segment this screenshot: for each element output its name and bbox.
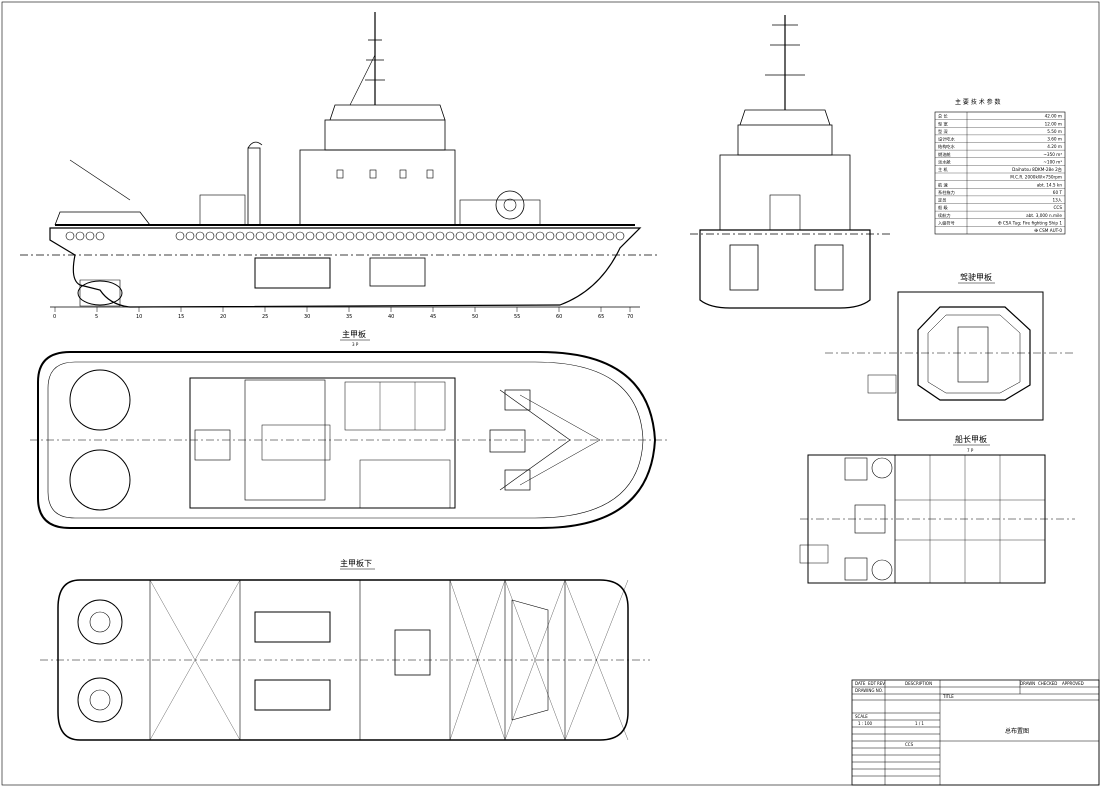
tb-class: CCS	[905, 742, 914, 747]
frame-30: 30	[304, 314, 310, 320]
frame-35: 35	[346, 314, 352, 320]
particulars-key: 续航力	[938, 212, 951, 219]
particulars-value: ✠ CSA Tug; Fire fighting Ship 1	[998, 220, 1062, 225]
tb-rev: REV	[877, 681, 885, 686]
tb-checked: CHECKED	[1038, 681, 1057, 686]
particulars-key: 航 速	[938, 181, 949, 188]
particulars-key: 型 深	[938, 128, 948, 135]
particulars-title: 主 要 技 术 参 数	[955, 98, 1001, 106]
particulars-key: 总 长	[938, 113, 949, 120]
tb-drawn: DRAWN	[1020, 681, 1035, 686]
particulars-value: ~350 m³	[1043, 152, 1062, 157]
particulars-value: ~100 m³	[1043, 159, 1062, 164]
particulars-value: 12.00 m	[1045, 121, 1062, 126]
particulars-value: ✠ CSM AUT-0	[1034, 228, 1062, 233]
particulars-value: 4.20 m	[1047, 144, 1062, 149]
captain-deck-plan: 船长甲板 7 P	[799, 434, 1075, 584]
frame-20: 20	[220, 314, 226, 320]
particulars-value: M.C.R. 2000kW×750rpm	[1010, 175, 1062, 180]
frame-55: 55	[514, 314, 520, 320]
particulars-key: 主 机	[938, 166, 949, 173]
frame-60: 60	[556, 314, 562, 320]
particulars-value: CCS	[1053, 205, 1062, 210]
main-deck-sub: 3 P	[352, 342, 359, 347]
frame-scale	[54, 307, 631, 312]
particulars-value: abt. 14.5 kn	[1037, 182, 1063, 187]
particulars-key: 结构吃水	[938, 143, 956, 150]
tb-date: DATE	[855, 681, 866, 686]
captain-deck-title: 船长甲板	[955, 434, 987, 444]
tb-approved: APPROVED	[1062, 681, 1084, 686]
particulars-key: 定员	[938, 197, 946, 204]
main-deck-plan: 主甲板 3 P	[30, 329, 670, 529]
particulars-value: abt. 3,000 n.mile	[1026, 213, 1062, 218]
tb-scale: 1 : 100	[858, 721, 873, 726]
frame-45: 45	[430, 314, 436, 320]
tb-title-label: TITLE	[942, 694, 954, 699]
captain-deck-sub: 7 P	[967, 448, 974, 453]
particulars-key: 入级符号	[938, 219, 955, 226]
fender-row	[65, 231, 625, 241]
front-view	[690, 15, 890, 309]
main-deck-title: 主甲板	[342, 329, 366, 339]
particulars-value: 3.60 m	[1047, 137, 1062, 142]
frame-15: 15	[178, 314, 184, 320]
wheelhouse-title: 驾驶甲板	[960, 272, 992, 282]
frame-0: 0	[53, 314, 56, 320]
profile-view: 0 5 10 15 20 25 30 35 40 45 50 55 60 65 …	[20, 12, 660, 320]
particulars-value: 42.00 m	[1045, 114, 1062, 119]
particulars-key: 型 宽	[938, 120, 949, 127]
particulars-value: 13人	[1052, 198, 1062, 203]
particulars-key: 设计吃水	[938, 136, 956, 143]
particulars-key: 燃油舱	[938, 151, 951, 158]
tb-drawing-no-label: DRAWING NO.	[855, 688, 883, 693]
tb-desc: DESCRIPTION	[905, 681, 932, 686]
below-deck-title: 主甲板下	[340, 558, 372, 568]
particulars-key: 船 级	[938, 204, 949, 211]
frame-65: 65	[598, 314, 604, 320]
particulars-key: 淡水舱	[938, 158, 951, 165]
particulars-value: 60 T	[1053, 190, 1063, 195]
frame-25: 25	[262, 314, 268, 320]
tb-scale-label: SCALE	[855, 714, 868, 719]
title-block: DATE EDT REV DESCRIPTION DRAWN CHECKED A…	[851, 679, 1100, 786]
particulars-table: 主 要 技 术 参 数 总 长 42.00 m 型 宽 12.00 m 型 深 5.50 …	[934, 98, 1066, 235]
tb-sheet: 1 / 1	[915, 721, 924, 726]
particulars-value: 5.50 m	[1047, 129, 1062, 134]
below-deck-plan: 主甲板下	[40, 558, 650, 741]
tb-drawing-title: 总布置图	[1005, 727, 1029, 735]
tb-edt: EDT	[868, 681, 877, 686]
wheelhouse-deck-plan: 驾驶甲板	[825, 272, 1075, 421]
frame-40: 40	[388, 314, 394, 320]
frame-70: 70	[627, 314, 633, 320]
frame-5: 5	[95, 314, 98, 320]
frame-10: 10	[136, 314, 142, 320]
frame-50: 50	[472, 314, 478, 320]
particulars-key: 系柱拖力	[938, 189, 955, 196]
particulars-value: Daihatsu 8DKM-28e 2台	[1012, 166, 1062, 173]
frame-numbers: 0 5 10 15 20 25 30 35 40 45 50 55 60 65 …	[53, 314, 633, 320]
